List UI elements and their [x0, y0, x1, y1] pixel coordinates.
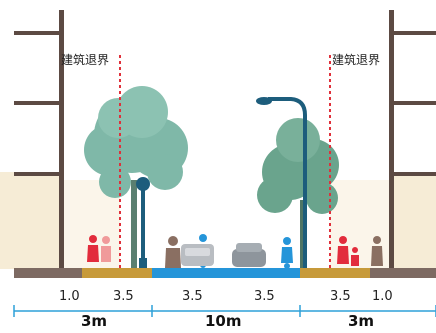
left-building-fill: [0, 172, 62, 269]
left-pedestrians: [87, 235, 111, 262]
lane-width-label: 3.5: [330, 289, 351, 304]
car-left: [181, 244, 214, 266]
left-street-lamp: [136, 177, 150, 268]
right-building-fill: [392, 172, 436, 269]
roadway: [152, 268, 300, 278]
car-center: [232, 243, 266, 267]
right-tree: [257, 118, 339, 268]
sidewalk-right: [300, 268, 370, 278]
right-pedestrians: [337, 236, 383, 266]
lane-width-label: 3.5: [113, 289, 134, 304]
ground-right: [370, 268, 436, 278]
sidewalk-left: [82, 268, 152, 278]
right-building: [389, 10, 436, 269]
section-width-label: 10m: [205, 312, 242, 330]
dimension-line: [13, 305, 436, 317]
lane-width-label: 3.5: [254, 289, 275, 304]
lane-width-label: 3.5: [182, 289, 203, 304]
lane-width-label: 1.0: [59, 289, 80, 304]
ground-left: [14, 268, 82, 278]
right-setback-label: 建筑退界: [332, 53, 381, 67]
right-street-lamp: [256, 97, 307, 268]
lane-width-label: 1.0: [372, 289, 393, 304]
section-width-label: 3m: [81, 312, 108, 330]
roadway-cyclist-right: [281, 237, 293, 269]
roadway-figure-brown: [165, 236, 181, 268]
section-width-label: 3m: [348, 312, 375, 330]
left-setback-label: 建筑退界: [61, 53, 110, 67]
left-tree: [84, 86, 188, 268]
left-building: [14, 10, 64, 269]
